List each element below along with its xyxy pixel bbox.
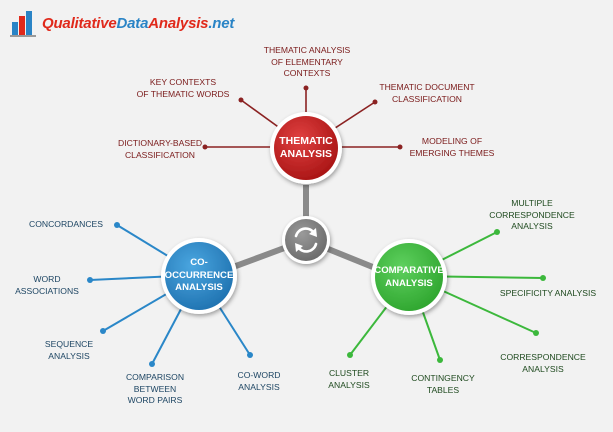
center-hub: [282, 216, 330, 264]
cooccurrence-hub: [161, 238, 237, 314]
thematic-hub: [270, 112, 342, 184]
logo-text: QualitativeDataAnalysis.net: [42, 14, 235, 32]
refresh-cycle-icon: [294, 227, 318, 253]
comparative-hub: [371, 239, 447, 315]
cooccurrence-item-concordances: CONCORDANCES: [28, 219, 103, 229]
bar-chart-logo-icon: [10, 11, 36, 37]
site-logo[interactable]: QualitativeDataAnalysis.net: [10, 6, 234, 40]
comparative-item-specificity-analysis: SPECIFICITY ANALYSIS: [499, 288, 597, 298]
